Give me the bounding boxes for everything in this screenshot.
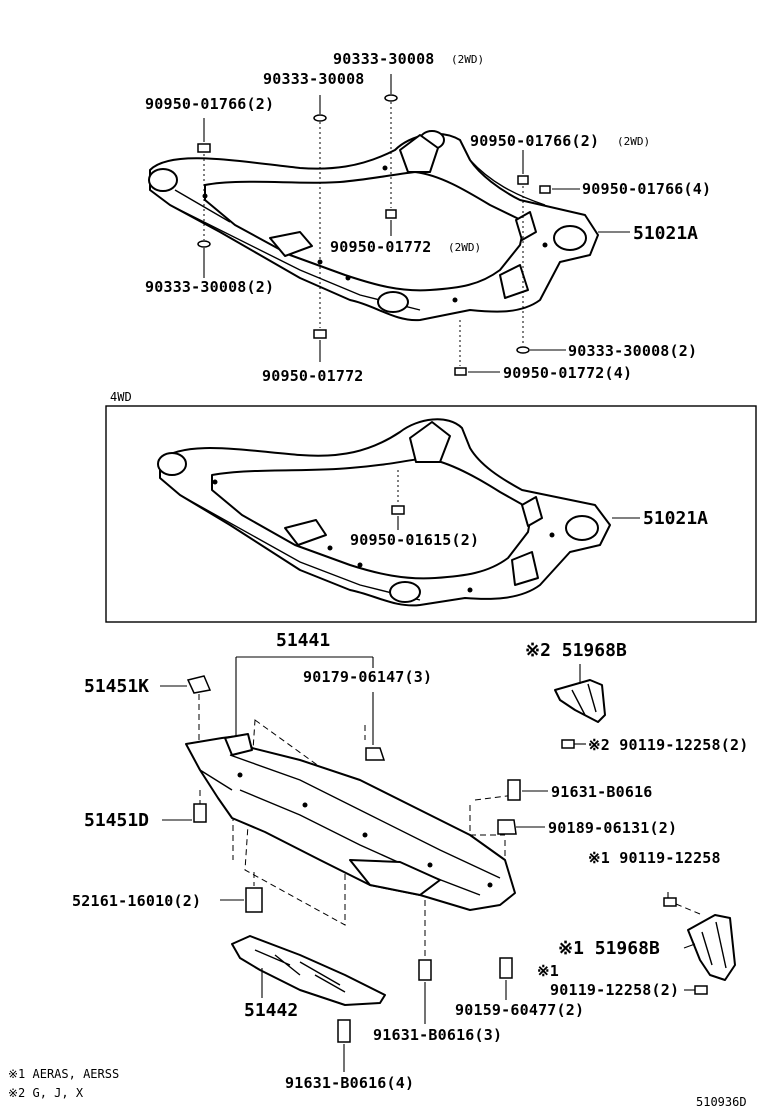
label-90950-01772-2wd: 90950-01772 — [330, 238, 432, 256]
bracket-51968b-x2 — [554, 664, 606, 749]
label-90159-60477-2: 90159-60477(2) — [455, 1001, 584, 1019]
label-90119-12258-x1: ※1 90119-12258 — [588, 849, 721, 867]
label-90119-12258-2-x1: 90119-12258(2) — [550, 981, 679, 999]
label-90333-30008-2wd: 90333-30008 — [333, 50, 435, 68]
under-cover-51441 — [185, 733, 516, 911]
label-90950-01766-2-2wd: 90950-01766(2) — [470, 132, 599, 150]
leaders-51441 — [235, 656, 374, 745]
label-90333-30008-2wd-suffix: (2WD) — [451, 53, 484, 66]
label-90179-06147-3: 90179-06147(3) — [303, 668, 432, 686]
label-51968b-x1: ※1 51968B — [558, 938, 660, 959]
note-x2: ※2 G, J, X — [8, 1086, 84, 1100]
label-51441: 51441 — [276, 630, 330, 651]
crossmember-2wd — [148, 130, 599, 322]
under-cover-51442 — [231, 935, 386, 1006]
label-90950-01766-4: 90950-01766(4) — [582, 180, 711, 198]
label-90950-01772: 90950-01772 — [262, 367, 364, 385]
figure-id: 510936D — [696, 1095, 747, 1109]
inset-4wd: 4WD 90950-01615(2) 51021A — [105, 390, 757, 623]
bracket-51968b-x1 — [663, 892, 736, 995]
label-90333-30008-2-right: 90333-30008(2) — [568, 342, 697, 360]
label-90119-12258-2-x1-mark: ※1 — [537, 962, 559, 980]
leaders-top — [203, 74, 630, 373]
labels-bottom: 51441 90179-06147(3) 51451K ※2 51968B ※2… — [72, 630, 748, 1092]
label-90950-01766-2-2wd-suffix: (2WD) — [617, 135, 650, 148]
label-52161-16010-2: 52161-16010(2) — [72, 892, 201, 910]
label-90189-06131-2: 90189-06131(2) — [548, 819, 677, 837]
label-91631-b0616: 91631-B0616 — [551, 783, 653, 801]
fasteners-bottom — [160, 675, 548, 1072]
label-91631-b0616-3: 91631-B0616(3) — [373, 1026, 502, 1044]
label-51442: 51442 — [244, 1000, 298, 1021]
label-51021a-top: 51021A — [633, 223, 698, 244]
label-90950-01772-2wd-suffix: (2WD) — [448, 241, 481, 254]
label-90333-30008: 90333-30008 — [263, 70, 365, 88]
label-90333-30008-2-left: 90333-30008(2) — [145, 278, 274, 296]
label-91631-b0616-4: 91631-B0616(4) — [285, 1074, 414, 1092]
fasteners-top — [197, 94, 551, 376]
label-90950-01766-2: 90950-01766(2) — [145, 95, 274, 113]
label-90119-12258-2-x2: ※2 90119-12258(2) — [588, 736, 748, 754]
footnotes: ※1 AERAS, AERSS ※2 G, J, X 510936D — [8, 1067, 747, 1109]
note-x1: ※1 AERAS, AERSS — [8, 1067, 119, 1081]
label-51451d: 51451D — [84, 810, 149, 831]
label-51021a-inset: 51021A — [643, 508, 708, 529]
label-51451k: 51451K — [84, 676, 149, 697]
label-90950-01772-4: 90950-01772(4) — [503, 364, 632, 382]
label-90950-01615-2: 90950-01615(2) — [350, 531, 479, 549]
inset-title: 4WD — [110, 390, 132, 404]
label-51968b-x2: ※2 51968B — [525, 640, 627, 661]
labels-top: 90333-30008 (2WD) 90333-30008 90950-0176… — [145, 50, 711, 385]
